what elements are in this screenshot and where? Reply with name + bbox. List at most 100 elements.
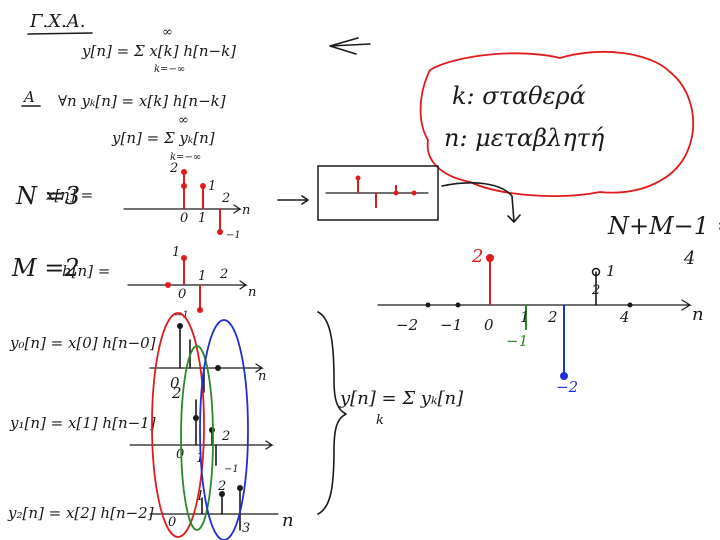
group-ellipse-blue [199, 319, 249, 540]
length-formula: N+M−1 = 4 [607, 212, 720, 269]
bubble-outline [419, 50, 695, 197]
result-tick-label: 1 [520, 308, 530, 326]
x-marker-n2 [217, 229, 223, 235]
y0-marker [177, 323, 183, 329]
h-value-label: 1 [172, 245, 180, 260]
x-tick-label: 0 [180, 211, 188, 226]
y2-label: 1 [196, 489, 204, 504]
h-tick-label: 0 [178, 287, 186, 302]
definition-block: A ∀n yₖ[n] = x[k] h[n−k] y[n] = Σ yₖ[n] … [21, 88, 226, 163]
note-bubble: k: σταθερά n: μεταβλητή [419, 50, 695, 197]
group-ellipse-red [151, 312, 205, 538]
h-signal-plot: M =2 h[n] = 1 2 −1 0 1 n [11, 245, 256, 321]
x-axis [123, 204, 242, 214]
h-marker [165, 282, 171, 288]
curly-brace [317, 311, 347, 515]
def-sum-upper: ∞ [178, 113, 189, 128]
result-tick-label: 0 [484, 316, 494, 334]
x-signal-plot: N =3 x[n] = 2 1 2 −1 0 1 n [15, 161, 250, 241]
y1-label: 2 [221, 429, 230, 444]
y0-label: 0 [170, 374, 180, 392]
result-marker [560, 372, 568, 380]
title-underline [27, 32, 93, 35]
y2-marker [237, 485, 243, 491]
note-line-1: k: σταθερά [452, 82, 586, 110]
length-formula-text: N+M−1 = [607, 212, 720, 240]
result-value-label: −1 [506, 332, 528, 350]
result-tick-label: −2 [396, 316, 418, 334]
x-axis-var: n [242, 203, 250, 218]
y0-axis-var: n [258, 369, 266, 384]
note-line-2: n: μεταβλητή [444, 124, 605, 152]
result-value-label: 2 [471, 246, 483, 267]
y2-marker [219, 491, 225, 497]
x-stems [183, 172, 221, 232]
conv-sum-lower: k=−∞ [154, 64, 185, 75]
length-value: 4 [683, 248, 695, 269]
h-tick-label: 1 [198, 269, 206, 284]
y1-marker [209, 427, 215, 433]
h-value-label: 2 [219, 267, 228, 282]
h-axis [127, 280, 248, 290]
result-axis [377, 299, 693, 311]
x-value-label: 2 [221, 191, 230, 206]
result-zero-marker [455, 302, 461, 308]
mini-marker [393, 190, 399, 196]
h-value-label: −1 [174, 310, 189, 321]
convolution-formula: y[n] = Σ x[k] h[n−k] [81, 42, 236, 60]
y2-axis-var: n [282, 510, 294, 531]
component-signals: y₀[n] = x[0] h[n−0] 0 2 n y₁[n] = x[1] h… [7, 323, 294, 536]
x-tick-label: 1 [198, 211, 206, 226]
result-tick-label: 4 [619, 308, 630, 326]
sum-line: y[n] = Σ yₖ[n] [111, 129, 215, 147]
h-length-label: M =2 [11, 254, 80, 282]
sum-index: k [376, 413, 384, 428]
y0-label: 2 [171, 384, 182, 402]
result-plot: 2 −1 −2 1 2 −2 −1 0 1 2 4 n [377, 246, 704, 396]
header-title: Γ.Χ.Α. [29, 11, 85, 32]
result-tick-label: −1 [440, 316, 462, 334]
h-signal-name: h[n] = [62, 262, 110, 280]
y1-expression: y₁[n] = x[1] h[n−1] [9, 414, 156, 432]
x-value-label: 2 [169, 161, 178, 176]
x-marker-n0 [181, 169, 187, 175]
y1-label: 0 [176, 447, 184, 462]
y2-stems [201, 487, 241, 531]
result-zero-marker [425, 302, 431, 308]
x-marker-n1 [200, 183, 206, 189]
result-axis-var: n [692, 304, 704, 325]
x-value-label: 1 [208, 179, 216, 194]
group-ellipse-green [180, 345, 214, 531]
mini-plot-frame [317, 165, 439, 221]
y2-label: 0 [168, 515, 176, 530]
result-value-label: 1 [606, 262, 616, 280]
y1-axis [129, 440, 274, 450]
def-sum-lower: k=−∞ [170, 152, 201, 163]
h-marker [181, 255, 187, 261]
header: Γ.Χ.Α. y[n] = Σ x[k] h[n−k] ∞ k=−∞ [27, 11, 371, 75]
x-length-label: N =3 [15, 182, 80, 210]
mini-plot-box [317, 165, 439, 221]
flow-arrow-down [441, 182, 521, 223]
result-marker [591, 267, 601, 277]
mini-marker [355, 175, 361, 181]
mini-marker [411, 190, 417, 196]
h-axis-var: n [248, 285, 256, 300]
x-signal-name: x[n] = [46, 186, 93, 204]
h-stems [183, 258, 201, 310]
forall-line: ∀n yₖ[n] = x[k] h[n−k] [58, 92, 226, 110]
result-zero-marker [627, 302, 633, 308]
result-value-label: 2 [591, 283, 600, 298]
pointer-arrow [329, 37, 371, 55]
y1-marker [193, 415, 199, 421]
y2-label: 2 [217, 479, 226, 494]
y0-expression: y₀[n] = x[0] h[n−0] [9, 334, 156, 352]
conv-sum-upper: ∞ [162, 25, 173, 40]
label-a: A [22, 88, 35, 106]
x-value-label: −1 [226, 230, 241, 241]
flow-arrow-right [277, 195, 309, 205]
h-marker [197, 307, 203, 313]
y2-expression: y₂[n] = x[2] h[n−2] [7, 504, 154, 522]
result-marker [486, 254, 494, 262]
